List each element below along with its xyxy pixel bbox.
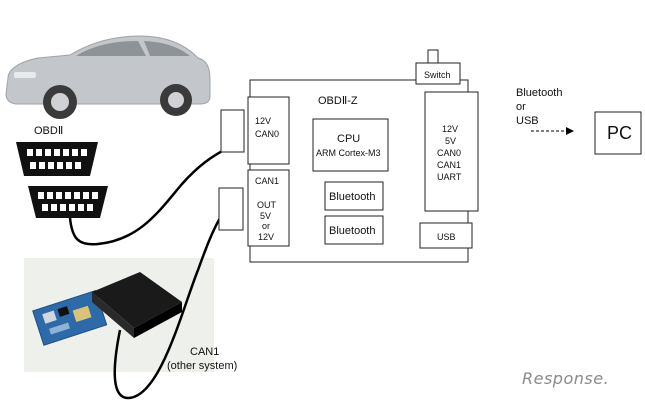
switch[interactable] (415, 62, 461, 85)
other-system-line-2: (other system) (167, 360, 237, 372)
io-port-line-2: 5V (445, 136, 456, 146)
pc-box (594, 111, 642, 155)
can1-port-line-4: or (262, 221, 270, 231)
switch-knob[interactable] (427, 49, 439, 65)
can1-plug (218, 187, 244, 231)
other-system-device (24, 258, 214, 372)
other-system-line-1: CAN1 (190, 346, 219, 358)
can1-port (247, 169, 290, 247)
usb-label: USB (437, 232, 456, 242)
can1-port-line-3: 5V (260, 211, 271, 221)
can0-plug (220, 109, 245, 153)
connection-line-2: or (516, 101, 526, 113)
pc-label: PC (607, 123, 632, 143)
cables (68, 146, 229, 400)
io-port (424, 91, 479, 212)
switch-label: Switch (424, 70, 451, 80)
connection-line-3: USB (516, 115, 539, 127)
obd-connector-label: OBDⅡ (34, 125, 63, 137)
bluetooth-module-1-label: Bluetooth (329, 191, 375, 203)
usb-port[interactable] (419, 222, 473, 249)
bluetooth-module-1 (324, 181, 384, 211)
car-illustration (5, 35, 211, 119)
connection-arrow (531, 127, 574, 135)
power-can0-line-1: 12V (255, 116, 271, 126)
cpu-subtitle: ARM Cortex-M3 (316, 148, 381, 158)
io-port-line-4: CAN1 (437, 160, 461, 170)
obd-connector-cable (28, 186, 108, 218)
power-can0-port (247, 96, 290, 165)
power-can0-line-2: CAN0 (255, 129, 279, 139)
can1-port-line-5: 12V (258, 232, 274, 242)
io-port-line-3: CAN0 (437, 148, 461, 158)
board-title: OBDⅡ-Z (318, 95, 358, 107)
connection-line-1: Bluetooth (516, 87, 562, 99)
can1-port-line-2: OUT (257, 200, 277, 210)
bluetooth-module-2-label: Bluetooth (329, 225, 375, 237)
bluetooth-module-2 (324, 215, 384, 245)
cpu-title: CPU (337, 133, 360, 145)
can1-cable (113, 217, 222, 400)
cpu-block (312, 118, 389, 172)
obd2-z-board: OBDⅡ-Z Switch 12V CAN0 CAN1 OUT 5V or 12… (218, 49, 479, 263)
obd-connector-car (16, 142, 98, 176)
io-port-line-5: UART (437, 172, 462, 182)
io-port-line-1: 12V (442, 124, 458, 134)
can1-port-line-1: CAN1 (255, 176, 279, 186)
obd-cable (68, 146, 229, 246)
response-watermark: Response. (522, 369, 609, 388)
